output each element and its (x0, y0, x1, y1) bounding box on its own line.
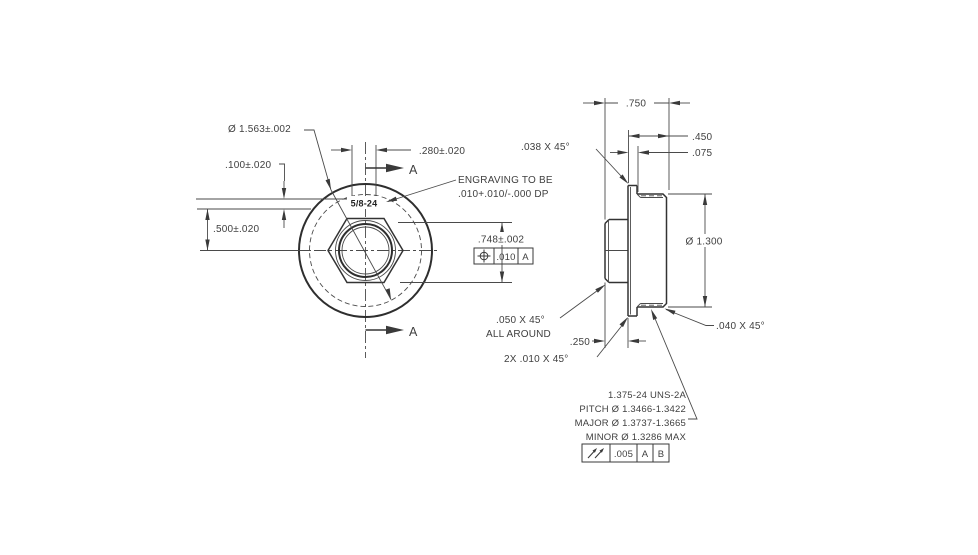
arrow-icon (594, 100, 605, 106)
dim-engraving-length-label: .280±.020 (419, 146, 465, 157)
hidden-body-circle (309, 194, 422, 307)
thread-major-circle (341, 226, 390, 275)
section-label-bottom: A (409, 325, 418, 339)
engraving-note-line2: .010+.010/-.000 DP (458, 189, 549, 200)
arrow-icon (205, 209, 210, 220)
total-runout-symbol-icon (587, 448, 604, 459)
leader-arrow-icon (325, 178, 331, 190)
leader (595, 148, 622, 177)
thread-note-leader (654, 318, 698, 420)
dim-overall-length-label: .750 (626, 99, 647, 110)
arrow-icon (499, 271, 505, 283)
dim-flange-chamfer-label: .038 X 45° (521, 142, 570, 153)
engraving-note-line1: ENGRAVING TO BE (458, 175, 553, 186)
text-mask (347, 196, 381, 209)
fcf-dividers (609, 444, 654, 462)
dim-hex-chamfer-note: ALL AROUND (486, 329, 551, 340)
leader-arrow-icon (651, 309, 658, 320)
leader-arrow-icon (386, 196, 398, 202)
leader-arrow-icon (664, 308, 676, 315)
dim-outer-dia-label: Ø 1.563±.002 (228, 124, 291, 135)
runout-feature-control-frame: .005 A B (581, 443, 670, 463)
fcf-box (473, 247, 534, 265)
leader-arrow-icon (619, 317, 628, 328)
dim-flange-thickness-label: .075 (692, 148, 713, 159)
thread-minor-lines (640, 197, 663, 304)
text-mask (472, 232, 532, 245)
dim-body-dia-label: Ø 1.300 (686, 237, 723, 248)
arrow-icon (702, 194, 708, 205)
note-leader (387, 179, 457, 202)
arrow-icon (594, 338, 605, 344)
fcf-datum-1: A (642, 449, 649, 460)
leader (596, 325, 623, 358)
thread-crest-dashes (641, 195, 662, 306)
arrow-icon (658, 133, 669, 139)
dim-thread-length-label: .450 (692, 132, 713, 143)
arrow-icon (281, 188, 287, 199)
thread-note-line4: MINOR Ø 1.3286 MAX (586, 432, 687, 443)
dim-hex-chamfer-label: .050 X 45° (496, 315, 545, 326)
dim-engraving-offset-label: .500±.020 (213, 224, 259, 235)
arrow-icon (341, 147, 352, 153)
chamfer-circle (335, 220, 396, 281)
arrow-icon (638, 150, 649, 155)
fcf-box (581, 443, 670, 463)
thread-minor-circle (338, 223, 393, 278)
flange-edges (628, 184, 637, 317)
arrow-icon (702, 296, 708, 307)
position-symbol-icon (477, 249, 491, 263)
outer-dia-leader (304, 129, 332, 191)
arrow-icon (628, 133, 640, 139)
dim-hex-height-label: .250 (570, 337, 591, 348)
arrow-icon (617, 150, 629, 155)
leader-arrow-icon (385, 288, 391, 300)
arrow-icon (669, 100, 680, 106)
front-view: Ø 1.563±.002 .100±.020 .500±.020 .280±.0… (196, 124, 553, 358)
section-arrow-icon (386, 325, 404, 335)
dim-flange-edge-chamfer-label: 2X .010 X 45° (504, 354, 568, 365)
hex-top-bottom (609, 218, 628, 284)
fcf-tolerance: .005 (614, 449, 633, 460)
fcf-datum: A (522, 252, 529, 263)
leader-arrow-icon (595, 284, 606, 293)
arrow-icon (499, 222, 505, 234)
thread-body-outline (637, 193, 668, 308)
leader (559, 290, 598, 319)
arrow-icon (628, 338, 639, 344)
text-mask (681, 234, 728, 247)
thread-leadin (636, 193, 641, 308)
engraved-thread-text: 5/8-24 (351, 199, 378, 209)
fcf-tolerance: .010 (496, 252, 515, 263)
thread-note-line1: 1.375-24 UNS-2A (608, 390, 686, 401)
thread-note-line2: PITCH Ø 1.3466-1.3422 (579, 404, 686, 415)
section-arrow-icon (386, 163, 404, 173)
side-view: .750 .450 .075 .038 X 45° Ø 1.300 .040 X… (486, 98, 765, 463)
dim-hex-across-flats-label: .748±.002 (478, 235, 524, 246)
outer-dia-leader-2 (330, 189, 392, 300)
dim-thread-end-chamfer-label: .040 X 45° (716, 321, 765, 332)
arrow-icon (376, 147, 387, 153)
leader (665, 309, 714, 326)
fcf-datum-2: B (658, 449, 665, 460)
leader (279, 163, 285, 181)
section-label-top: A (409, 163, 418, 177)
arrow-icon (205, 239, 210, 251)
arrow-icon (281, 209, 287, 220)
fcf-dividers (493, 248, 519, 264)
thread-note-line3: MAJOR Ø 1.3737-1.3665 (575, 418, 686, 429)
position-feature-control-frame: .010 A (473, 247, 534, 265)
dim-engraving-height-label: .100±.020 (225, 160, 271, 171)
leader-arrow-icon (619, 174, 629, 184)
